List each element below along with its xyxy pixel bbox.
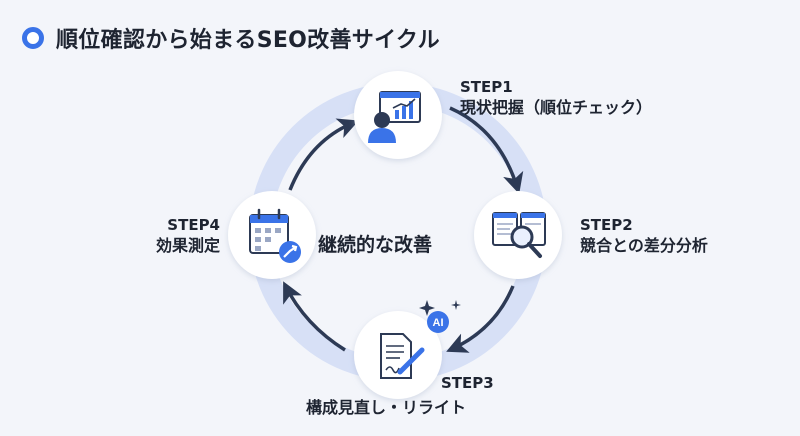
step3-node: AI <box>354 300 461 399</box>
step4-text: STEP4 効果測定 <box>150 215 220 257</box>
step2-label: 競合との差分分析 <box>580 236 708 256</box>
step1-node <box>354 71 442 159</box>
step2-number: STEP2 <box>580 216 633 234</box>
step3-number: STEP3 <box>441 374 494 392</box>
step3-label-wrap: 構成見直し・リライト <box>306 397 466 419</box>
page-header: 順位確認から始まるSEO改善サイクル <box>22 22 440 54</box>
arrow-step1-to-step2 <box>449 106 524 195</box>
ai-badge-label: AI <box>433 317 444 329</box>
step4-number: STEP4 <box>167 216 220 234</box>
step2-node <box>474 191 562 279</box>
calendar-growth-icon <box>249 208 301 263</box>
step4-node <box>228 191 316 279</box>
step1-text: STEP1 現状把握（順位チェック） <box>460 77 652 119</box>
arrow-step4-to-step1 <box>288 118 359 191</box>
header-bullet-icon <box>22 27 44 49</box>
ai-badge <box>427 311 449 333</box>
sparkle-icon <box>451 300 461 310</box>
step4-label: 効果測定 <box>155 236 220 256</box>
step2-text: STEP2 競合との差分分析 <box>580 215 708 257</box>
center-label: 継続的な改善 <box>318 234 433 256</box>
arrow-step2-to-step3 <box>446 285 515 353</box>
step1-label: 現状把握（順位チェック） <box>460 98 653 118</box>
step1-number: STEP1 <box>460 78 513 96</box>
page-title: 順位確認から始まるSEO改善サイクル <box>56 28 440 53</box>
magnifier-compare-icon <box>492 212 546 258</box>
analyst-chart-icon <box>368 91 421 143</box>
step3-number-wrap: STEP3 <box>441 373 494 393</box>
ai-document-edit-icon <box>380 333 425 379</box>
arrow-step3-to-step4 <box>283 281 346 352</box>
step3-label: 構成見直し・リライト <box>306 398 467 417</box>
sparkle-icon <box>419 300 435 316</box>
